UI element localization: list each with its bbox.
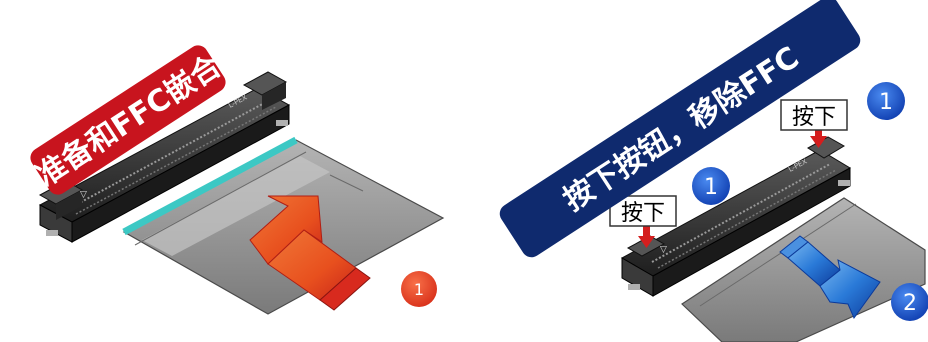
ffc-tape-left xyxy=(122,136,298,236)
press-callout-left: 按下 xyxy=(609,195,677,227)
step-two-label: 2 xyxy=(903,291,917,316)
remove-arrow-icon xyxy=(779,235,881,320)
press-label-right: 按下 xyxy=(792,105,836,130)
prepare-banner-bg xyxy=(30,45,226,195)
step-one-label-a: 1 xyxy=(704,175,718,200)
press-down-arrow-icon xyxy=(638,226,655,248)
triangle-mark: ▽ xyxy=(80,190,87,200)
step-one-label-b: 1 xyxy=(879,90,893,115)
connector-right: ▽ L-PEX xyxy=(620,136,852,297)
left-panel: ▽ L-PEX 准备和FFC嵌合 1 xyxy=(30,45,445,315)
step-number-left: 1 xyxy=(414,280,424,299)
step-badge-right-1a: 1 xyxy=(692,167,730,205)
step-badge-left: 1 xyxy=(401,271,437,307)
step-badge-right-2: 2 xyxy=(891,283,928,321)
right-panel: ▽ L-PEX 按下 按下 按下按钮，移除F xyxy=(499,0,928,342)
press-down-arrow-icon-2 xyxy=(810,126,827,148)
press-callout-right: 按下 xyxy=(780,99,848,131)
press-label-left: 按下 xyxy=(621,201,665,226)
remove-banner-bg xyxy=(499,0,861,258)
triangle-mark-right: ▽ xyxy=(660,245,667,255)
step-badge-right-1b: 1 xyxy=(867,82,905,120)
insert-arrow-icon xyxy=(249,195,371,311)
